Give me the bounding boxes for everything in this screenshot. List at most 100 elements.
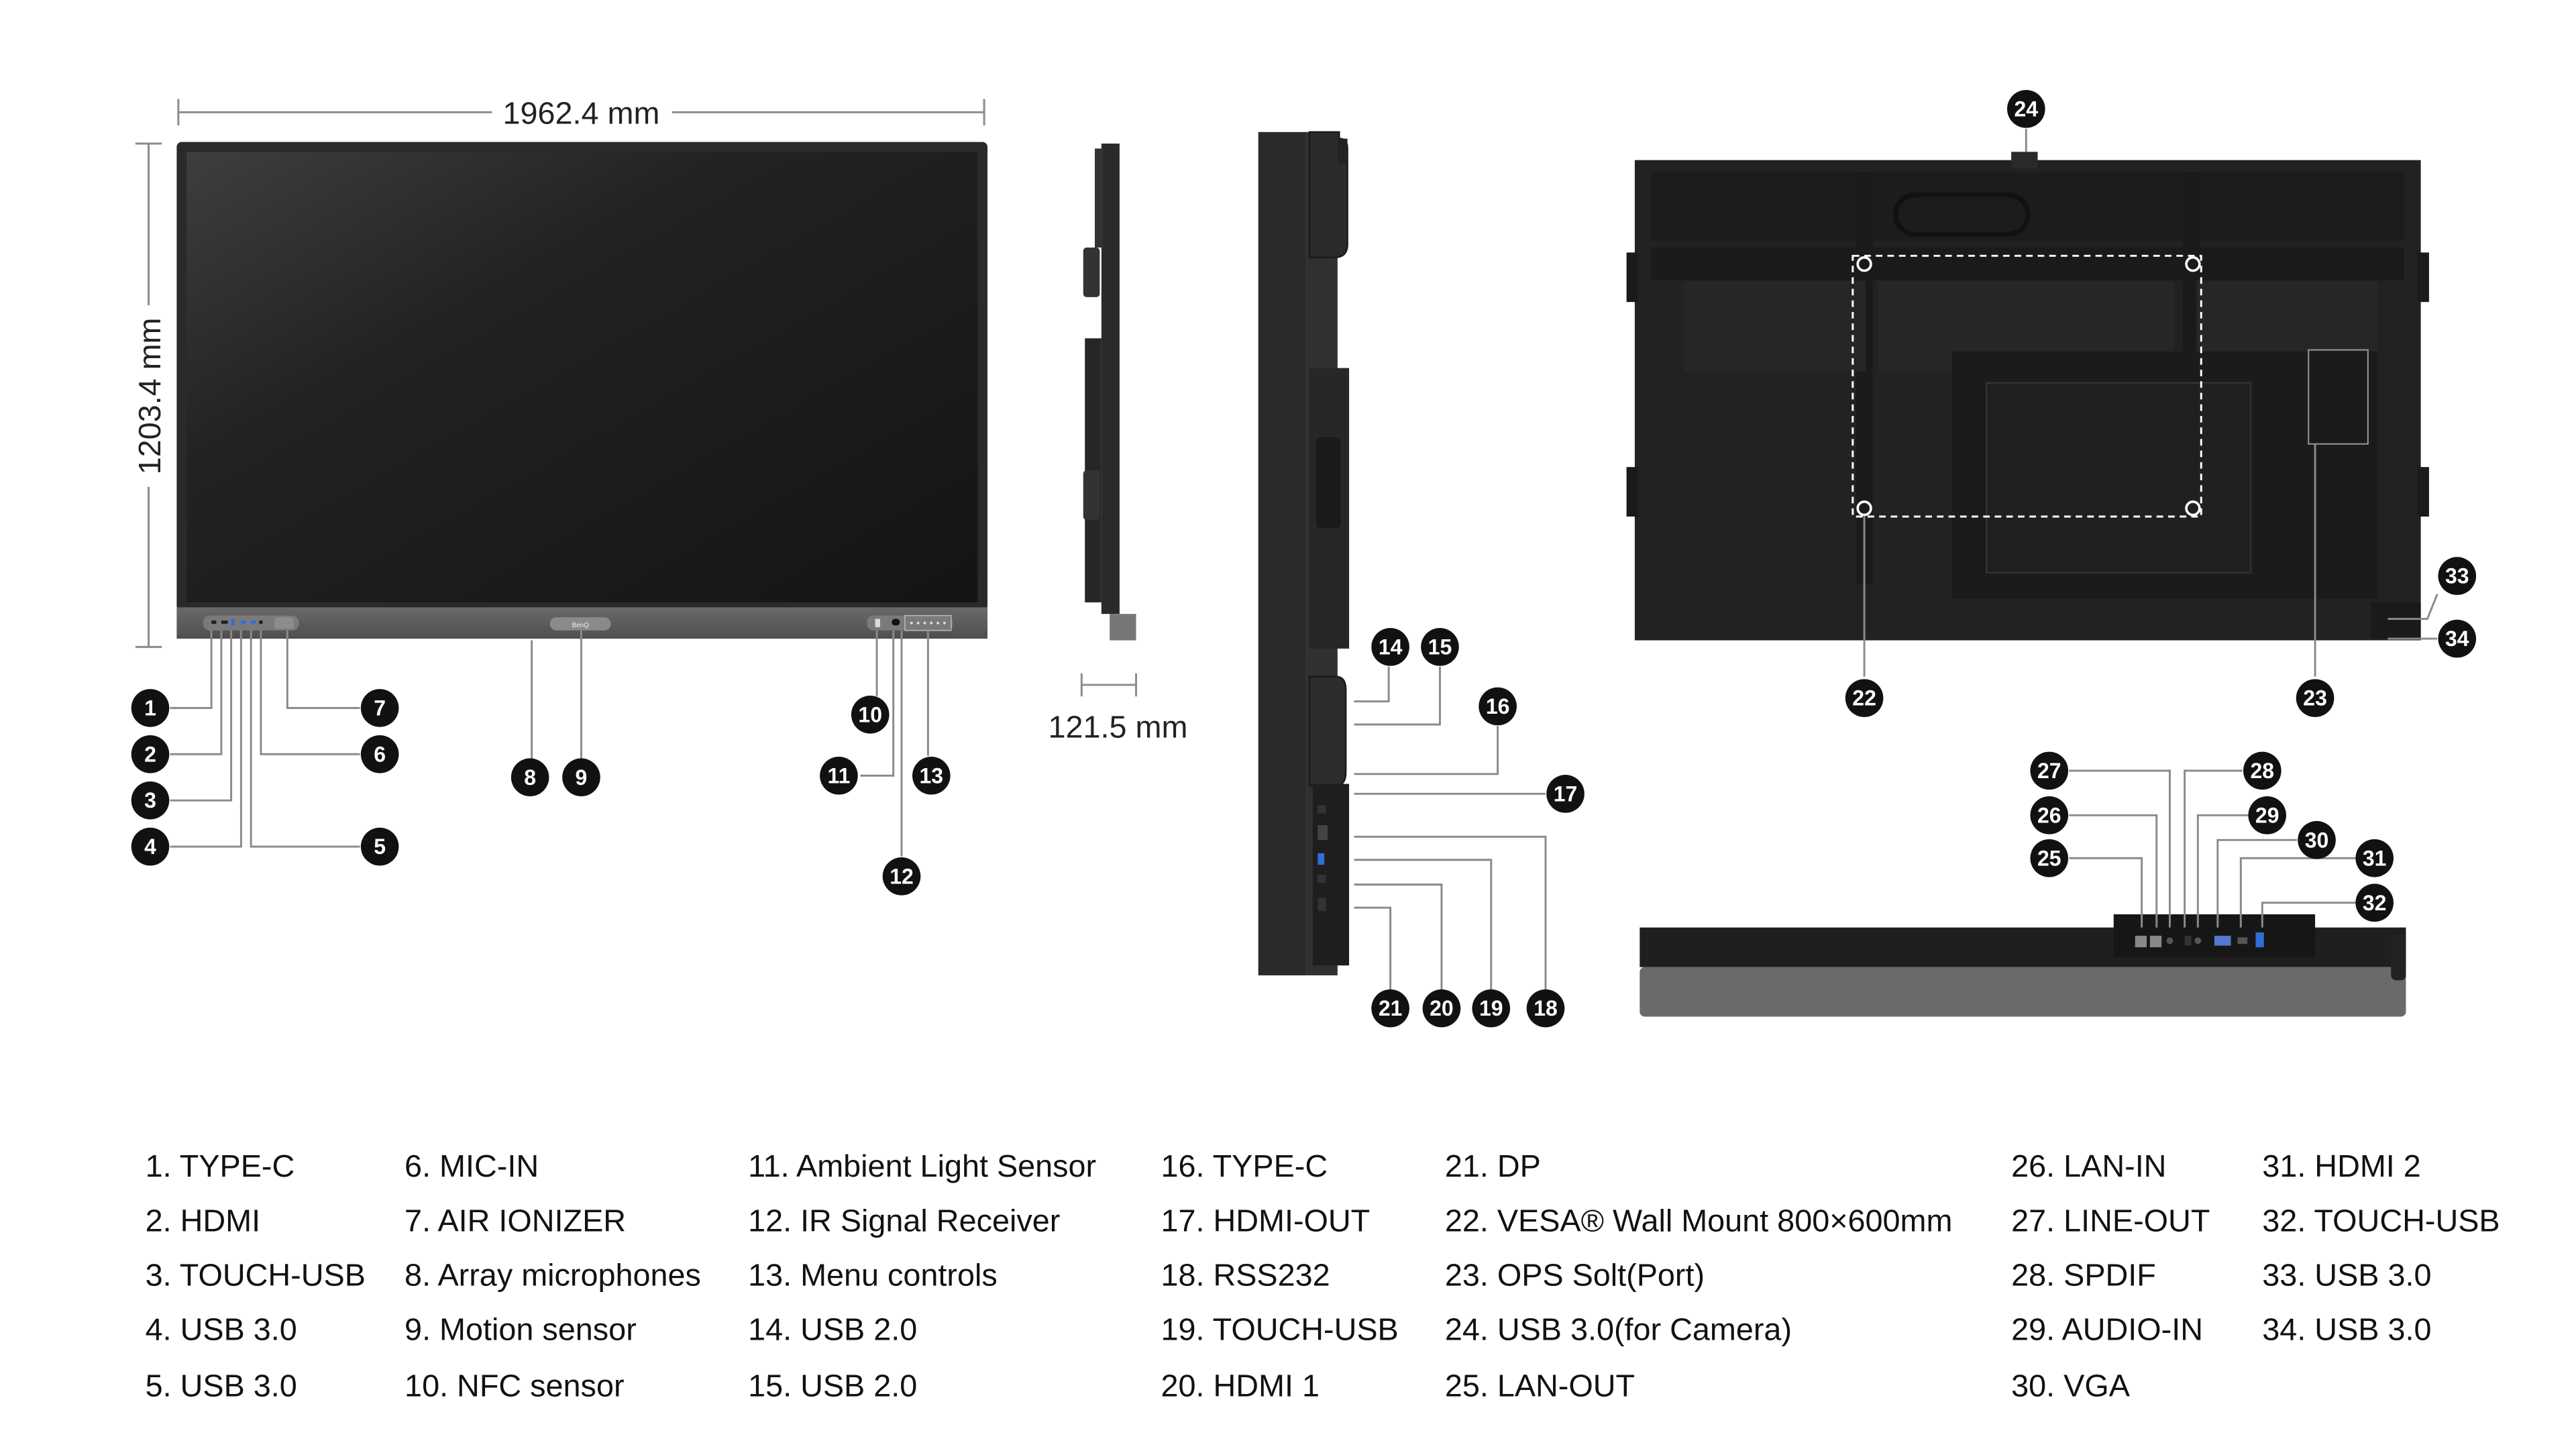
callout-number: 32 xyxy=(2363,891,2387,915)
callout-badge-12: 12 xyxy=(882,857,921,896)
callout-number: 11 xyxy=(828,763,851,788)
callout-circle xyxy=(562,758,600,797)
callout-number: 30 xyxy=(2305,828,2329,852)
front-screen xyxy=(186,152,978,602)
callout-number: 2 xyxy=(144,742,156,766)
front-leaders xyxy=(170,630,929,857)
callout-circle xyxy=(851,695,890,734)
legend-item: 19. TOUCH-USB xyxy=(1161,1312,1398,1347)
legend-item: 2. HDMI xyxy=(146,1203,260,1238)
callout-circle xyxy=(1422,989,1461,1028)
callout-number: 33 xyxy=(2445,564,2469,588)
callout-badge-32: 32 xyxy=(2355,883,2394,922)
callout-badge-2: 2 xyxy=(131,735,170,773)
legend-item: 20. HDMI 1 xyxy=(1161,1368,1319,1403)
bottom-leaders xyxy=(2069,769,2357,928)
callout-badge-28: 28 xyxy=(2243,751,2282,790)
legend-item: 15. USB 2.0 xyxy=(748,1368,917,1403)
brand-logo: BenQ xyxy=(572,622,589,629)
callout-circle xyxy=(2438,619,2477,658)
back-view xyxy=(1626,128,2438,677)
callout-badge-8: 8 xyxy=(511,758,549,797)
callout-badge-18: 18 xyxy=(1526,989,1565,1028)
ops-slot-outline xyxy=(2308,349,2369,445)
spdif-port xyxy=(2184,935,2192,946)
callout-number: 17 xyxy=(1554,782,1578,806)
depth-label: 121.5 mm xyxy=(1048,710,1187,745)
legend-item: 3. TOUCH-USB xyxy=(146,1257,366,1292)
back-leaders xyxy=(1863,128,2438,677)
legend-item: 9. Motion sensor xyxy=(405,1312,637,1347)
legend-item: 18. RSS232 xyxy=(1161,1257,1330,1292)
legend-item: 32. TOUCH-USB xyxy=(2262,1203,2500,1238)
bottom-view xyxy=(1640,769,2406,1017)
touch-usb-port-icon xyxy=(1318,853,1325,865)
callout-number: 3 xyxy=(144,788,156,812)
callout-number: 23 xyxy=(2303,686,2327,710)
callout-number: 7 xyxy=(374,696,386,720)
legend-item: 16. TYPE-C xyxy=(1161,1148,1328,1183)
callout-badge-15: 15 xyxy=(1421,628,1459,666)
width-dimension: 1962.4 mm xyxy=(177,96,985,131)
callout-number: 1 xyxy=(144,696,156,720)
callout-number: 21 xyxy=(1379,996,1403,1020)
callout-badge-33: 33 xyxy=(2438,557,2477,595)
callout-badge-5: 5 xyxy=(360,827,399,866)
callout-number: 28 xyxy=(2251,759,2275,783)
callout-circle xyxy=(131,781,170,820)
callout-number: 31 xyxy=(2363,846,2387,870)
legend-item: 10. NFC sensor xyxy=(405,1368,624,1403)
legend-item: 24. USB 3.0(for Camera) xyxy=(1445,1312,1792,1347)
hdmi2-port xyxy=(2237,937,2248,945)
callout-circle xyxy=(511,758,549,797)
legend-item: 1. TYPE-C xyxy=(146,1148,295,1183)
callout-circle xyxy=(2030,796,2069,835)
callout-number: 18 xyxy=(1534,996,1558,1020)
callout-badge-25: 25 xyxy=(2030,839,2069,877)
callout-circle xyxy=(1526,989,1565,1028)
side-view-ports xyxy=(1258,131,1547,991)
callout-circle xyxy=(1472,989,1511,1028)
legend-item: 7. AIR IONIZER xyxy=(405,1203,626,1238)
callout-badge-9: 9 xyxy=(562,758,600,797)
camera-usb-port xyxy=(2011,152,2038,168)
usb-port-icon xyxy=(241,621,246,624)
side-view-thin: 121.5 mm xyxy=(1048,144,1187,745)
legend-item: 13. Menu controls xyxy=(748,1257,998,1292)
callout-badge-17: 17 xyxy=(1546,775,1585,813)
legend-item: 6. MIC-IN xyxy=(405,1148,539,1183)
callout-number: 19 xyxy=(1479,996,1503,1020)
legend-item: 12. IR Signal Receiver xyxy=(748,1203,1060,1238)
mic-in-port-icon xyxy=(258,620,263,625)
vesa-hole xyxy=(2185,500,2201,517)
callout-circle xyxy=(2298,820,2336,859)
callout-badge-19: 19 xyxy=(1472,989,1511,1028)
callout-badge-29: 29 xyxy=(2248,796,2286,835)
callout-circle xyxy=(820,756,858,795)
callout-circle xyxy=(1371,628,1409,666)
lan-out-port xyxy=(2135,935,2147,948)
callout-circle xyxy=(360,827,399,866)
callout-badge-16: 16 xyxy=(1479,687,1517,726)
callout-number: 27 xyxy=(2037,759,2061,783)
brand-logo-plate xyxy=(549,617,611,631)
callout-circle xyxy=(1546,775,1585,813)
callout-circle xyxy=(912,756,951,795)
callout-circle xyxy=(1845,679,1884,717)
nfc-icon xyxy=(875,619,880,627)
callout-number: 13 xyxy=(920,763,944,788)
callout-circle xyxy=(1371,989,1409,1028)
callout-number: 24 xyxy=(2015,97,2039,121)
legend-item: 22. VESA® Wall Mount 800×600mm xyxy=(1445,1203,1953,1238)
lan-in-port xyxy=(2149,935,2162,948)
callout-badge-23: 23 xyxy=(2296,679,2334,717)
callout-badge-24: 24 xyxy=(2007,90,2045,128)
callout-circle xyxy=(360,735,399,773)
callout-circle xyxy=(2243,751,2282,790)
callout-number: 4 xyxy=(144,835,156,859)
type-c-port-icon xyxy=(211,621,217,624)
callout-badge-30: 30 xyxy=(2298,820,2336,859)
